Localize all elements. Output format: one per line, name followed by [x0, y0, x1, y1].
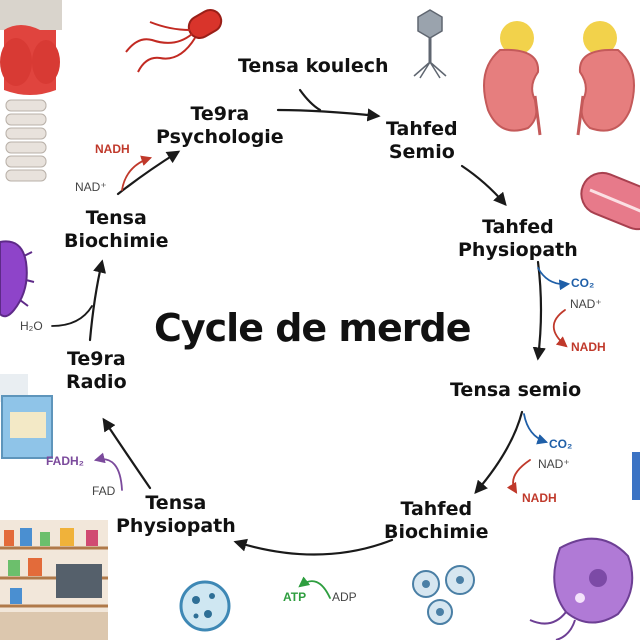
arrow-physiopath-to-tensasemio [532, 260, 546, 361]
arrow-koulech-join [298, 88, 322, 112]
nadh-arrow-a [552, 309, 568, 348]
step-tahfed-physiopath: Tahfed Physiopath [458, 216, 578, 262]
arrow-radio-to-biochimie [88, 259, 107, 342]
fad-label: FAD [92, 484, 116, 498]
h2o-label: H₂O [20, 319, 43, 333]
step-line1: Tahfed [386, 118, 458, 140]
arrow-semio-to-physiopath [460, 164, 507, 206]
step-tensa-semio: Tensa semio [450, 379, 581, 402]
pharmacy-icon [0, 520, 108, 640]
adp-label: ADP [332, 590, 357, 604]
step-line1: Tensa [145, 492, 207, 514]
co2-arrow-b [523, 413, 549, 445]
step-te9ra-radio: Te9ra Radio [66, 348, 127, 394]
arrow-tensasemio-to-biochimie [474, 410, 524, 495]
arrow-koulech-to-semio [276, 108, 381, 122]
thyroid-icon [0, 0, 62, 182]
step-line1: Tahfed [482, 216, 554, 238]
atp-label: ATP [283, 590, 307, 604]
step-tensa-physiopath: Tensa Physiopath [116, 492, 236, 538]
nadh-arrow-c [121, 155, 153, 191]
pill-bottle-icon [0, 374, 53, 459]
step-line1: Tensa [85, 207, 147, 229]
nad-label-b: NAD⁺ [538, 457, 570, 471]
step-tensa-biochimie: Tensa Biochimie [64, 207, 169, 253]
step-line2: Biochimie [64, 230, 169, 252]
nadh-label-b: NADH [522, 491, 557, 505]
step-line2: Psychologie [156, 126, 284, 148]
blood-cells-icon [412, 565, 475, 625]
protozoa-icon [529, 537, 634, 640]
bacterium-icon [125, 8, 223, 73]
blue-vial-icon [632, 452, 640, 500]
step-line2: Radio [66, 371, 127, 393]
step-line1: Tahfed [400, 498, 473, 520]
step-tahfed-semio: Tahfed Semio [386, 118, 458, 164]
step-tensa-koulech: Tensa koulech [238, 55, 389, 78]
co2-arrow-a [537, 267, 571, 291]
co2-label-a: CO₂ [571, 276, 595, 290]
arrow-biochimie-to-physiopath [233, 538, 394, 556]
co2-label-b: CO₂ [549, 437, 573, 451]
kidneys-icon [483, 21, 635, 136]
fadh2-label: FADH₂ [46, 454, 84, 468]
step-line1: Tensa koulech [238, 55, 389, 77]
fadh2-arrow [93, 452, 123, 491]
nad-label-a: NAD⁺ [570, 297, 602, 311]
step-line2: Biochimie [384, 521, 489, 543]
microbe-cell-icon [179, 580, 231, 632]
step-line2: Physiopath [458, 239, 578, 261]
step-line2: Physiopath [116, 515, 236, 537]
virus-icon [413, 9, 447, 79]
arrow-biochimie-to-psychologie [116, 150, 181, 196]
arrow-physiopath-to-radio [102, 417, 152, 490]
nadh-arrow-b [506, 459, 531, 494]
nadh-label-c: NADH [95, 142, 130, 156]
purple-cell-icon [0, 240, 35, 318]
step-line1: Te9ra [66, 348, 126, 370]
step-te9ra-psychologie: Te9ra Psychologie [156, 103, 284, 149]
step-line2: Semio [388, 141, 455, 163]
diagram-title: Cycle de merde [154, 306, 471, 350]
atp-arrow [298, 576, 331, 599]
nad-label-c: NAD⁺ [75, 180, 107, 194]
nadh-label-a: NADH [571, 340, 606, 354]
step-line1: Tensa semio [450, 379, 582, 401]
h2o-arrow [51, 305, 93, 327]
step-tahfed-biochimie: Tahfed Biochimie [384, 498, 489, 544]
step-line1: Te9ra [190, 103, 250, 125]
bacillus-icon [580, 171, 640, 231]
